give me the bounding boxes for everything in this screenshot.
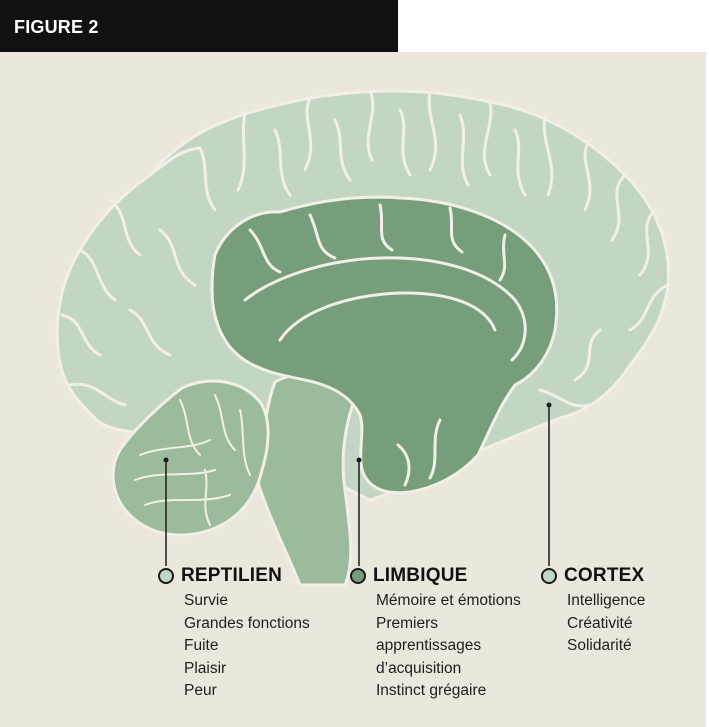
label-reptilien-title: REPTILIEN bbox=[181, 565, 283, 586]
list-item: Instinct grégaire bbox=[376, 682, 487, 699]
cortex-anchor-dot bbox=[546, 402, 552, 408]
cerebellum-region bbox=[111, 379, 270, 537]
figure-header: FIGURE 2 bbox=[0, 0, 398, 52]
list-item: Grandes fonctions bbox=[184, 614, 310, 632]
reptilien-marker-icon bbox=[158, 568, 174, 584]
limbique-marker-icon bbox=[350, 568, 366, 584]
cerebellum-folds bbox=[134, 394, 251, 526]
list-item: Mémoire et émotions bbox=[376, 592, 521, 609]
label-limbique-items: Mémoire et émotions Premiers apprentissa… bbox=[376, 590, 521, 703]
list-item: Premiers bbox=[376, 614, 439, 632]
cortex-folds bbox=[60, 88, 670, 408]
list-item: Survie bbox=[184, 592, 228, 609]
leader-lines bbox=[165, 405, 550, 566]
figure-title: FIGURE 2 bbox=[14, 17, 99, 37]
label-limbique: LIMBIQUE Mémoire et émotions Premiers ap… bbox=[350, 563, 521, 703]
brainstem-region bbox=[255, 371, 362, 587]
list-item: Plaisir bbox=[184, 659, 227, 677]
cortex-marker-icon bbox=[541, 568, 557, 584]
label-cortex-title: CORTEX bbox=[564, 565, 645, 586]
label-limbique-head: LIMBIQUE bbox=[350, 563, 521, 589]
list-item: Intelligence bbox=[567, 592, 646, 609]
list-item: Solidarité bbox=[567, 637, 632, 654]
reptilien-anchor-dot bbox=[163, 457, 169, 463]
list-item: Créativité bbox=[567, 614, 633, 632]
list-item: d’acquisition bbox=[376, 659, 462, 677]
list-item: apprentissages bbox=[376, 637, 482, 654]
label-cortex-head: CORTEX bbox=[541, 563, 645, 589]
limbic-folds bbox=[243, 203, 527, 487]
list-item: Peur bbox=[184, 682, 217, 699]
label-reptilien-items: Survie Grandes fonctions Fuite Plaisir P… bbox=[184, 590, 310, 703]
list-item: Fuite bbox=[184, 637, 219, 654]
label-reptilien: REPTILIEN Survie Grandes fonctions Fuite… bbox=[158, 563, 310, 703]
label-cortex: CORTEX Intelligence Créativité Solidarit… bbox=[541, 563, 645, 658]
label-reptilien-head: REPTILIEN bbox=[158, 563, 310, 589]
limbique-anchor-dot bbox=[356, 457, 362, 463]
label-cortex-items: Intelligence Créativité Solidarité bbox=[567, 590, 645, 658]
label-limbique-title: LIMBIQUE bbox=[373, 565, 468, 586]
